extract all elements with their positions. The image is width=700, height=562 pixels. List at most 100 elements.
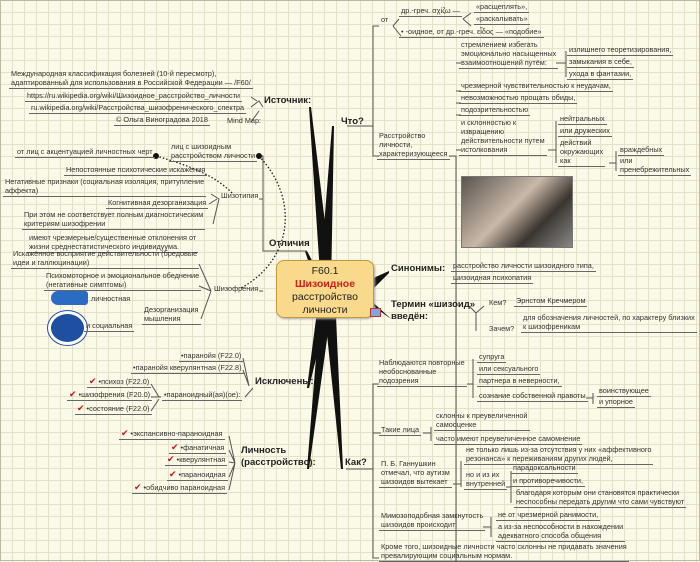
schizotypy-item: Непостоянные психотические искажения: [64, 165, 208, 176]
branch-source-label[interactable]: Источник:: [264, 95, 311, 107]
suspicion-item: супруга: [477, 352, 507, 363]
branch-source: [309, 107, 333, 289]
check-icon: ✔: [77, 403, 85, 413]
disorg-label-text: Дезорганизация мышления: [144, 305, 199, 323]
how-norms-text: Кроме того, шизоидные личности часто скл…: [381, 542, 627, 560]
disorg-social: и социальная: [84, 321, 135, 332]
synonym-item-text: расстройство личности шизоидного типа,: [453, 261, 594, 270]
branch-what-label-text: Что?: [341, 116, 364, 127]
synonym-item-text: шизоидная психопатия: [453, 273, 532, 282]
such-item: склонны к преувеличенной самооценке: [434, 411, 530, 431]
branch-diff-label[interactable]: Отличия: [269, 238, 310, 250]
handshake-icon: [48, 311, 87, 345]
branch-personality: [307, 296, 333, 469]
personality-item: ✔•обидчиво параноидная: [132, 483, 228, 494]
rightness-item-text: и упорное: [599, 397, 633, 406]
schizotypy-item-text: При этом не соответствует полным диагнос…: [24, 210, 204, 228]
mindmap-link-icon[interactable]: [370, 308, 381, 317]
branch-how-label[interactable]: Как?: [345, 457, 367, 469]
central-topic[interactable]: F60.1 Шизоидное расстройство личности: [276, 260, 374, 318]
personality-item: ✔•кверулянтная: [165, 455, 228, 466]
rightness-item: воинствующее: [597, 386, 651, 397]
check-icon: ✔: [169, 469, 177, 479]
avoid-item: излишнего теоретизирования,: [567, 45, 674, 56]
diff-persons: лиц с шизоидным расстройством личности: [169, 142, 258, 162]
term-why: для обозначения личностей, по характеру …: [521, 313, 697, 333]
inner-item: парадоксальности: [511, 463, 578, 474]
term-who-label-text: Кем?: [489, 298, 507, 307]
inner-item-text: парадоксальности: [513, 463, 576, 472]
personality-item: ✔•фанатичная: [169, 442, 227, 454]
action-item-text: или дружеских: [560, 126, 610, 135]
what-split: «расщеплять»,: [474, 2, 530, 13]
schizotypy-item-text: Когнитивная дезорганизация: [108, 198, 207, 207]
what-greek-text: др.-греч. σχίζω —: [401, 6, 460, 15]
how-norms: Кроме того, шизоидные личности часто скл…: [379, 542, 629, 562]
action-item-text: нейтральных: [560, 114, 605, 123]
source-item-text: Международная классификация болезней (10…: [11, 69, 251, 87]
diff-persons-text: лиц с шизоидным расстройством личности: [171, 142, 256, 160]
avoid-item-text: излишнего теоретизирования,: [569, 45, 672, 54]
personality-item-text: •экспансивно-параноидная: [130, 429, 223, 438]
what-from: от: [379, 15, 390, 25]
branch-excluded-label[interactable]: Исключены:: [255, 376, 314, 388]
source-item: © Ольга Виноградова 2018: [114, 115, 210, 126]
paranoid-item: ✔•психоз (F22.0): [87, 377, 152, 388]
suspicion-item: сознание собственной правоты: [477, 391, 588, 402]
avoid-item-text: ухода в фантазии,: [569, 69, 632, 78]
what-oid: • -оидное, от др.-греч. εἶδος — «подобие…: [399, 27, 544, 38]
mimosa-item: не от чрезмерной ранимости,: [496, 510, 601, 521]
inner-item: и противоречивости,: [511, 476, 585, 487]
branch-term-label[interactable]: Термин «шизоид» введён:: [391, 299, 475, 323]
avoid-item: замыкания в себе,: [567, 57, 634, 68]
what-disorder-text: Расстройство личности, характеризующееся: [379, 131, 448, 158]
what-distort: и склонностью к извращению действительно…: [459, 118, 547, 156]
branch-excluded-label-text: Исключены:: [255, 376, 314, 387]
diff-accent-text: от лиц с акцентуацией личностных черт: [17, 147, 153, 156]
schizotypy-item-text: Негативные признаки (социальная изоляция…: [5, 177, 205, 195]
branch-personality-label[interactable]: Личность (расстройство):: [241, 445, 316, 469]
source-link: ru.wikipedia.org/wiki/Расстройства_шизоф…: [29, 103, 247, 114]
branch-synonyms-label[interactable]: Синонимы:: [391, 263, 445, 275]
rightness-item-text: воинствующее: [599, 386, 649, 395]
action-of-text: действий окружающих как: [560, 138, 604, 165]
action-item: нейтральных: [558, 114, 607, 125]
personality-item: ✔•параноидная: [167, 470, 228, 481]
term-why-label: Зачем?: [487, 324, 516, 334]
branch-what-label[interactable]: Что?: [341, 116, 364, 128]
how-mimosa: Мимозоподобная замкнутость шизоидов прои…: [379, 511, 486, 531]
such-item: часто имеют преувеличенное самомнение: [434, 434, 583, 445]
term-who: Эрнстом Кречмером: [514, 296, 588, 307]
schizophrenia-item-text: Психомоторное и эмоциональное обеднение …: [46, 271, 200, 289]
paranoid-item-text: •психоз (F22.0): [98, 377, 150, 386]
inner-item: благодаря которым они становятся практич…: [514, 488, 687, 508]
how-such-text: Такие лица: [381, 425, 420, 434]
schizotypy-label: Шизотипия: [219, 191, 260, 201]
as-item: враждебных: [618, 145, 665, 156]
paranoid-item: ✔•состояние (F22.0): [75, 404, 152, 415]
trait-item: невозможностью прощать обиды,: [459, 93, 578, 104]
screaming-woman-photo: [461, 176, 573, 248]
term-who-text: Эрнстом Кречмером: [516, 296, 586, 305]
check-icon: ✔: [171, 442, 179, 452]
paranoid-item: ✔•шизофрения (F20.0): [67, 390, 153, 401]
trait-item: чрезмерной чувствительностью к неудачам,: [459, 81, 613, 92]
personality-item-text: •параноидная: [178, 470, 226, 479]
excluded-item: •паранойя кверулянтная (F22.8): [131, 363, 244, 374]
what-split-text: «расщеплять»,: [476, 2, 528, 11]
how-such: Такие лица: [379, 425, 422, 436]
gannushkin-inner: но и из их внутренней: [464, 470, 508, 490]
inner-item-text: благодаря которым они становятся практич…: [516, 488, 685, 506]
how-suspicion: Наблюдаются повторные необоснованные под…: [377, 358, 467, 387]
mimosa-item-text: а из-за неспособности в нахождении адекв…: [498, 522, 624, 540]
schizotypy-label-text: Шизотипия: [221, 191, 259, 200]
disorg-personal: личностная: [89, 294, 132, 304]
inner-item-text: и противоречивости,: [513, 476, 583, 485]
what-oid-text: • -оидное, от др.-греч. εἶδος — «подобие…: [401, 27, 542, 36]
as-item: или пренебрежительных: [618, 156, 692, 176]
gannushkin-not-only-text: не только лишь из-за отсутствия у них «а…: [466, 445, 652, 463]
how-suspicion-text: Наблюдаются повторные необоснованные под…: [379, 358, 465, 385]
schizophrenia-item: Психомоторное и эмоциональное обеднение …: [44, 271, 202, 291]
term-why-text: для обозначения личностей, по характеру …: [523, 313, 695, 331]
